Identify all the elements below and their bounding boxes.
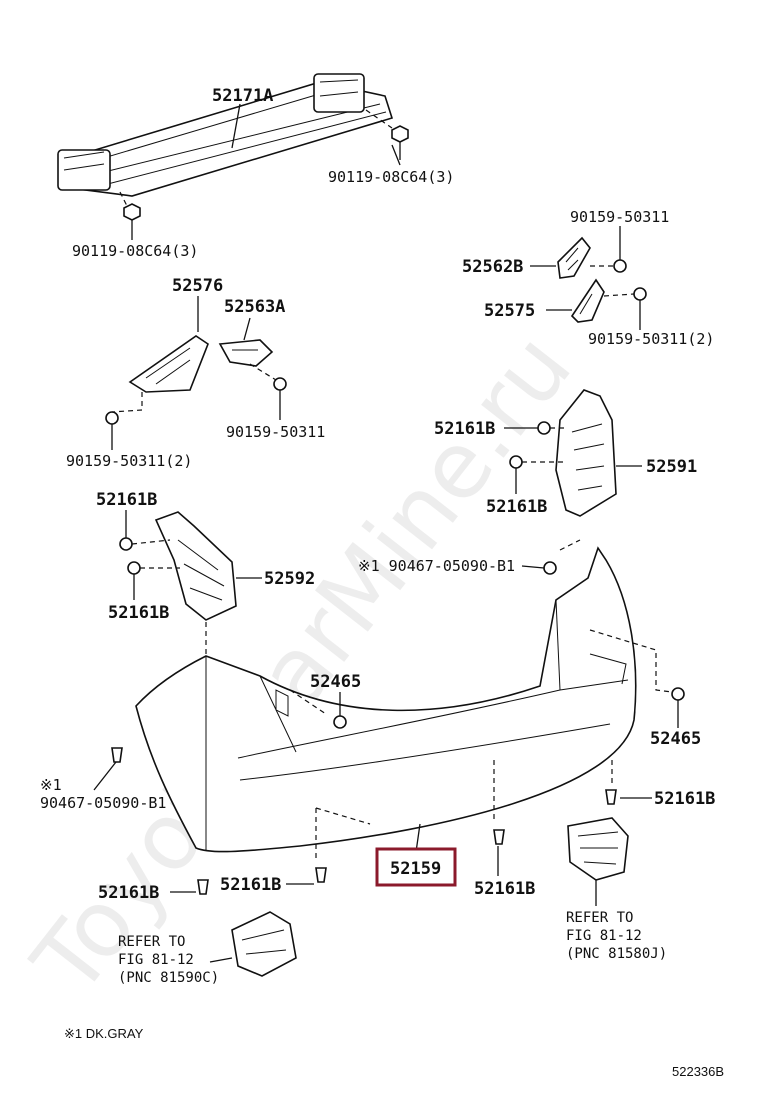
refer-left-line3: (PNC 81590C) xyxy=(118,970,219,986)
label-52161B-c: 52161B xyxy=(96,490,157,510)
diagram-id: 522336B xyxy=(672,1064,724,1079)
label-90119-left: 90119-08C64(3) xyxy=(72,242,198,260)
reinforcement-52171A xyxy=(57,73,394,197)
refer-right-line2[interactable]: FIG 81-12 xyxy=(566,928,642,944)
label-52161B-g: 52161B xyxy=(220,875,281,895)
refer-right-line1: REFER TO xyxy=(566,910,633,926)
clip-icon xyxy=(105,377,287,425)
label-52161B-a: 52161B xyxy=(434,419,495,439)
label-90119-right: 90119-08C64(3) xyxy=(328,168,454,186)
label-90467-left: 90467-05090-B1 xyxy=(40,794,166,812)
retainer-52592 xyxy=(154,511,237,621)
bolt-icon xyxy=(123,203,141,240)
highlight-box xyxy=(375,847,457,887)
label-52161B-h: 52161B xyxy=(98,883,159,903)
label-90159-mid: 90159-50311 xyxy=(226,423,325,441)
label-90159-top: 90159-50311 xyxy=(570,208,669,226)
refer-left-line2[interactable]: FIG 81-12 xyxy=(118,952,194,968)
label-52576: 52576 xyxy=(172,276,223,296)
label-90159-left2: 90159-50311(2) xyxy=(66,452,192,470)
label-52161B-e: 52161B xyxy=(654,789,715,809)
label-52161B-b: 52161B xyxy=(486,497,547,517)
bolt-icon xyxy=(391,125,409,160)
clip-icon xyxy=(111,561,685,895)
label-52465-left: 52465 xyxy=(310,672,361,692)
bracket-52576 xyxy=(128,335,209,393)
lamp-left xyxy=(231,911,297,977)
footnote: ※1 DK.GRAY xyxy=(64,1026,144,1041)
clip-icon xyxy=(509,421,551,469)
bumper-cover-52159 xyxy=(135,546,637,853)
label-90159-right2: 90159-50311(2) xyxy=(588,330,714,348)
bracket-52562B xyxy=(557,236,591,279)
label-52563A: 52563A xyxy=(224,297,285,317)
label-52562B: 52562B xyxy=(462,257,523,277)
label-52465-right: 52465 xyxy=(650,729,701,749)
refer-left-line1: REFER TO xyxy=(118,934,185,950)
clip-icon xyxy=(119,537,141,575)
label-52171A: 52171A xyxy=(212,86,273,106)
label-52591: 52591 xyxy=(646,457,697,477)
clip-icon xyxy=(613,259,647,301)
bracket-52575 xyxy=(570,278,605,323)
label-52592: 52592 xyxy=(264,569,315,589)
refer-right-line3: (PNC 81580J) xyxy=(566,946,667,962)
retainer-52591 xyxy=(555,389,617,517)
label-52161B-f: 52161B xyxy=(474,879,535,899)
watermark: ToyotaCarMine.ru xyxy=(12,314,592,1014)
label-90467-left-mark: ※1 xyxy=(40,776,62,794)
label-52159[interactable]: 52159 xyxy=(390,859,441,879)
label-90467-top: ※1 90467-05090-B1 xyxy=(358,557,515,575)
bracket-52563A xyxy=(218,339,274,367)
label-52575: 52575 xyxy=(484,301,535,321)
label-52161B-d: 52161B xyxy=(108,603,169,623)
lamp-right xyxy=(567,817,629,881)
